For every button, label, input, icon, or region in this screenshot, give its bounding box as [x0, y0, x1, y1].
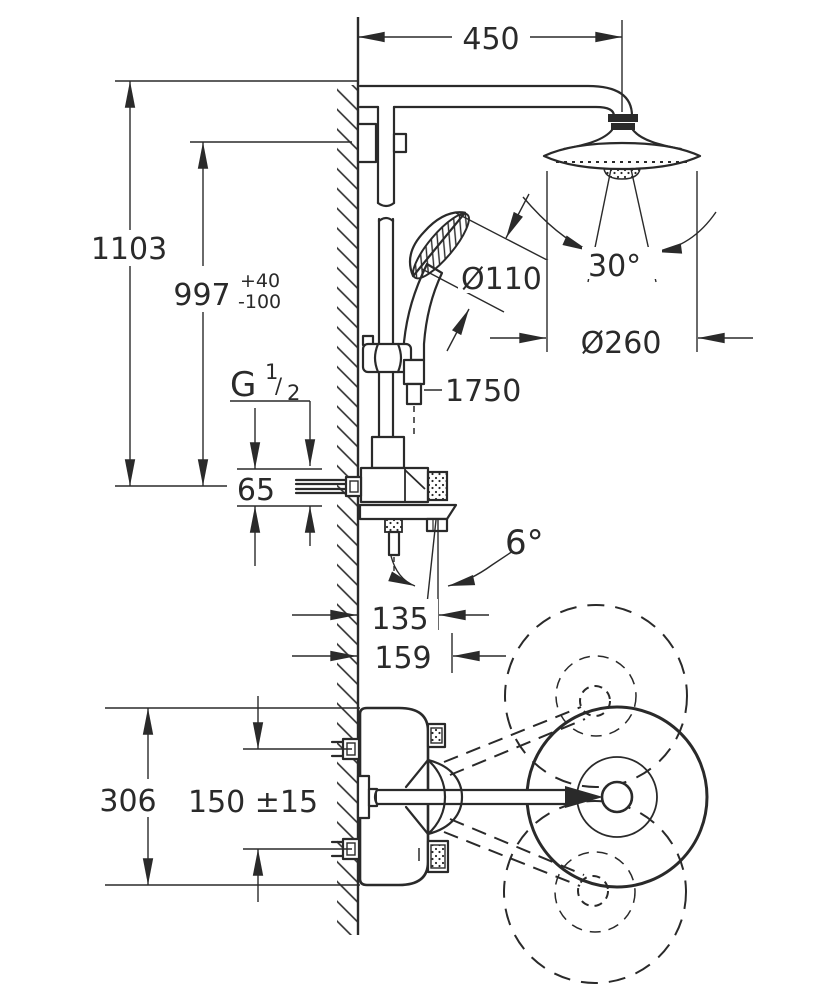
wall-bracket: [356, 122, 408, 164]
plan-arm-cone: [565, 786, 603, 808]
hand-shower-holder: [361, 334, 413, 374]
dim-overall-height: 1103: [88, 80, 358, 487]
dim-label-306: 306: [99, 784, 156, 819]
dim-riser-height: 997 +40 -100: [162, 141, 352, 486]
dim-label-997-tol-plus: +40: [240, 270, 280, 292]
dim-label-1103: 1103: [91, 232, 167, 267]
dim-inlet-offset: 65: [232, 408, 322, 566]
dim-label-6deg: 6°: [505, 523, 544, 563]
dim-label-1750: 1750: [445, 374, 521, 409]
swivel-arm-upper-dashed: [443, 706, 582, 763]
dim-label-997-tol-minus: -100: [238, 291, 281, 313]
swivel-ball-upper-dashed: [579, 685, 611, 717]
thread-denominator: 2: [287, 381, 300, 405]
dim-label-65: 65: [237, 473, 275, 508]
plan-ball-joint: [600, 780, 634, 814]
dim-label-997: 997: [173, 278, 230, 313]
thread-slash: /: [275, 374, 283, 398]
swivel-ball-lower-dashed: [577, 875, 609, 907]
swivel-head-lower-dashed: [503, 800, 687, 984]
swivel-inner-upper-dashed: [555, 655, 637, 737]
riser-flange: [370, 435, 406, 470]
shower-arm: [358, 84, 634, 118]
hand-shower: [402, 211, 470, 362]
dim-wall-to-shelf-front: 135: [292, 599, 489, 637]
wall-hatching: [337, 85, 358, 935]
swivel-head-upper-dashed: [504, 604, 688, 788]
dim-head-shower-diameter: Ø260: [490, 171, 753, 361]
dim-spray-angle: 30°: [522, 196, 717, 284]
dim-valve-section-height: 306: [92, 707, 360, 886]
dim-hose-length: 1750: [424, 374, 521, 409]
thread-g: G: [230, 365, 256, 405]
plan-hand-shower-bell: [404, 758, 464, 836]
hose-connector: [402, 358, 426, 434]
dim-hand-shower-diameter: Ø110: [421, 193, 562, 352]
swivel-arm-upper-dashed-2: [449, 718, 586, 776]
dim-label-110: Ø110: [461, 262, 542, 297]
dim-supply-centers: 150 ±15: [188, 696, 352, 902]
head-rim: [542, 141, 702, 171]
head-collar-2: [611, 123, 635, 130]
dim-label-30deg: 30°: [588, 249, 641, 284]
swivel-inner-lower-dashed: [554, 851, 636, 933]
head-collar: [608, 114, 638, 122]
thread-numerator: 1: [265, 360, 278, 384]
dim-label-260: Ø260: [581, 326, 662, 361]
dim-label-135: 135: [371, 602, 428, 637]
dim-thread: G 1 / 2: [230, 360, 316, 466]
shelf-pull-knob: [384, 518, 403, 577]
shelf-bracket: [425, 517, 449, 533]
dim-arm-projection: 450: [358, 17, 623, 112]
dim-label-159: 159: [374, 641, 431, 676]
dim-wall-to-shelf-outer: 159: [292, 633, 506, 676]
valve-knob: [426, 470, 449, 502]
plan-handle-upper: [426, 722, 447, 749]
swivel-arm-lower-dashed-2: [449, 818, 585, 876]
supply-pipe: [294, 478, 348, 495]
thermostat-valve-side: [294, 466, 449, 504]
dim-shelf-tilt: 6°: [388, 519, 544, 630]
dim-label-450: 450: [462, 22, 519, 57]
shelf: [358, 503, 458, 521]
dim-label-150: 150 ±15: [188, 785, 318, 820]
plan-escutcheon: [356, 774, 371, 820]
side-view: [294, 84, 702, 577]
hand-shower-head: [408, 211, 470, 280]
plan-shower-arm: [373, 786, 603, 808]
swivel-arm-lower-dashed: [443, 831, 581, 887]
riser-rail: [376, 105, 396, 439]
hand-shower-face: [412, 212, 470, 280]
plan-swivel-positions: [443, 604, 688, 984]
plan-handle-lower: [426, 839, 450, 874]
